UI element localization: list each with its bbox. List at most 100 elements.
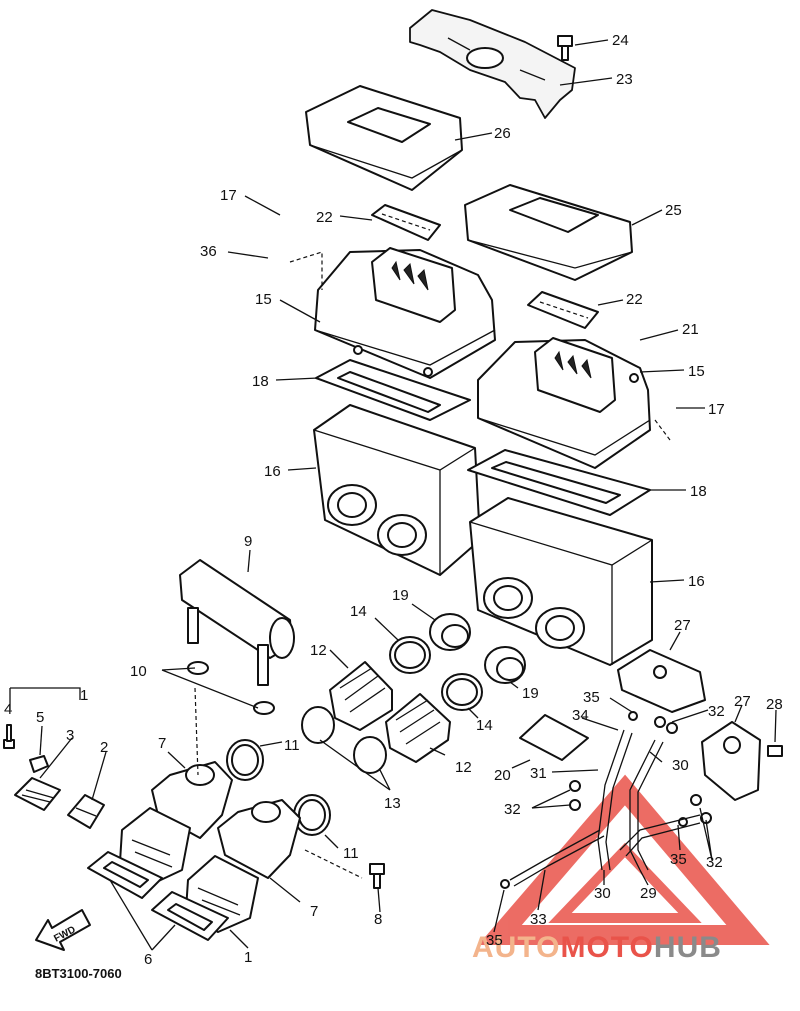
callout-31: 31 bbox=[530, 765, 547, 782]
callout-30-right: 30 bbox=[672, 757, 689, 774]
callout-33: 33 bbox=[530, 911, 547, 928]
clamp-13-upper bbox=[301, 706, 335, 744]
airbox-case-16-left bbox=[313, 404, 481, 576]
bolt-icon-28 bbox=[767, 745, 783, 757]
callout-34: 34 bbox=[572, 707, 589, 724]
leader-lines bbox=[9, 39, 777, 951]
bolt-icon-24 bbox=[557, 35, 573, 61]
clamp-14-right bbox=[441, 673, 483, 711]
joint-19-upper bbox=[429, 613, 471, 651]
callout-4: 4 bbox=[4, 701, 12, 718]
nut-icon-5 bbox=[29, 755, 49, 773]
callout-13: 13 bbox=[384, 795, 401, 812]
callout-32-right: 32 bbox=[706, 854, 723, 871]
callout-20: 20 bbox=[494, 767, 511, 784]
bolt-icon-4 bbox=[3, 724, 15, 749]
clamp-14-left bbox=[389, 636, 431, 674]
callout-14-lower: 14 bbox=[476, 717, 493, 734]
callout-19-lower: 19 bbox=[522, 685, 539, 702]
filter-element-26 bbox=[305, 85, 463, 191]
callout-9: 9 bbox=[244, 533, 252, 550]
reed-plate-2 bbox=[67, 794, 105, 829]
callout-18-left: 18 bbox=[252, 373, 269, 390]
callout-36: 36 bbox=[200, 243, 217, 260]
watermark-moto: MOTO bbox=[560, 931, 653, 964]
callout-32-left: 32 bbox=[504, 801, 521, 818]
airbox-cover-15-left bbox=[314, 247, 496, 379]
clamp-11-upper bbox=[226, 739, 264, 781]
hose-clips-35 bbox=[500, 711, 688, 889]
screen-22-lower bbox=[527, 291, 599, 329]
callout-12-upper: 12 bbox=[310, 642, 327, 659]
callout-27-upper: 27 bbox=[674, 617, 691, 634]
callout-10: 10 bbox=[130, 663, 147, 680]
callout-26: 26 bbox=[494, 125, 511, 142]
filter-element-25 bbox=[464, 184, 633, 281]
intake-boot-12-upper bbox=[329, 661, 393, 731]
callout-24: 24 bbox=[612, 32, 629, 49]
callout-7-lower: 7 bbox=[310, 903, 318, 920]
gasket-18-left bbox=[315, 359, 471, 421]
callout-17-right: 17 bbox=[708, 401, 725, 418]
bracket-part-23 bbox=[409, 9, 576, 119]
callout-35-lower: 35 bbox=[486, 932, 503, 949]
callout-18-right: 18 bbox=[690, 483, 707, 500]
callout-21: 21 bbox=[682, 321, 699, 338]
callout-12-lower: 12 bbox=[455, 759, 472, 776]
callout-11-upper: 11 bbox=[284, 737, 300, 754]
gasket-6-upper bbox=[87, 851, 163, 899]
fuel-hoses bbox=[509, 729, 701, 887]
callout-19-upper: 19 bbox=[392, 587, 409, 604]
callout-16-right: 16 bbox=[688, 573, 705, 590]
callout-27-lower: 27 bbox=[734, 693, 751, 710]
callout-14-upper: 14 bbox=[350, 603, 367, 620]
watermark-auto: AUTO bbox=[472, 931, 560, 964]
airbox-case-16-right bbox=[469, 497, 653, 666]
callout-29: 29 bbox=[640, 885, 657, 902]
fuel-pump-27-upper bbox=[617, 649, 706, 713]
callout-8: 8 bbox=[374, 911, 382, 928]
callout-23: 23 bbox=[616, 71, 633, 88]
clamp-11-lower bbox=[293, 794, 331, 836]
fwd-arrow-icon: FWD bbox=[35, 909, 91, 951]
callout-6: 6 bbox=[144, 951, 152, 968]
callout-32-upper: 32 bbox=[708, 703, 725, 720]
callout-15-right: 15 bbox=[688, 363, 705, 380]
callout-5: 5 bbox=[36, 709, 44, 726]
screen-22-top bbox=[371, 204, 441, 241]
callout-7-upper: 7 bbox=[158, 735, 166, 752]
watermark-text: AUTOMOTOHUB bbox=[472, 931, 722, 964]
clamp-10-lower bbox=[253, 701, 275, 715]
callout-22-lower: 22 bbox=[626, 291, 643, 308]
callout-3: 3 bbox=[66, 727, 74, 744]
joint-part-9 bbox=[179, 559, 295, 686]
intake-boot-12-lower bbox=[385, 693, 451, 763]
callout-25: 25 bbox=[665, 202, 682, 219]
gasket-6-lower bbox=[151, 891, 229, 941]
damper-part-20 bbox=[519, 714, 589, 761]
callout-35-upper: 35 bbox=[583, 689, 600, 706]
callout-28: 28 bbox=[766, 696, 783, 713]
watermark-hub: HUB bbox=[654, 931, 722, 964]
bolt-icon-8 bbox=[369, 863, 385, 889]
callout-11-lower: 11 bbox=[343, 845, 359, 862]
part-code: 8BT3100-7060 bbox=[35, 966, 122, 981]
callout-15-left: 15 bbox=[255, 291, 272, 308]
watermark-logo-icon bbox=[478, 774, 770, 945]
fuel-pump-27-lower bbox=[701, 721, 761, 801]
clamp-13-lower bbox=[353, 736, 387, 774]
carb-joint-7-lower bbox=[217, 799, 301, 879]
callout-1-upper: 1 bbox=[80, 687, 88, 704]
airbox-cover-15-right bbox=[477, 337, 651, 469]
reed-plate-3 bbox=[14, 777, 61, 811]
callout-35-middle: 35 bbox=[670, 851, 687, 868]
callout-17-top: 17 bbox=[220, 187, 237, 204]
joint-19-lower bbox=[484, 646, 526, 684]
callout-labels: 24 23 26 17 22 25 36 15 22 21 15 18 17 1… bbox=[4, 32, 783, 968]
callout-30-left: 30 bbox=[594, 885, 611, 902]
callout-2: 2 bbox=[100, 739, 108, 756]
callout-1-lower: 1 bbox=[244, 949, 252, 966]
callout-22-top: 22 bbox=[316, 209, 333, 226]
callout-16-left: 16 bbox=[264, 463, 281, 480]
